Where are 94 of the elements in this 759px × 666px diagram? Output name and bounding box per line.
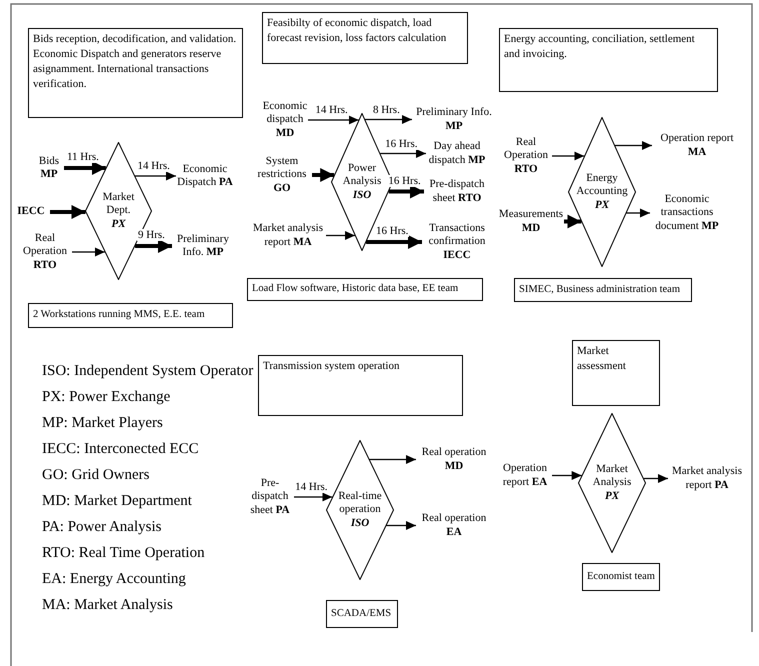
flow-label: IECC xyxy=(12,204,50,220)
description-box xyxy=(572,340,660,406)
flow-label: Preliminary Info. MP xyxy=(412,106,496,133)
arrow xyxy=(312,168,334,182)
abbreviation-text: ISO: Independent System Operator xyxy=(42,362,254,380)
resource-box xyxy=(582,563,660,591)
arrow xyxy=(64,161,106,175)
process-owner: PX xyxy=(111,218,126,231)
process-diamond xyxy=(578,413,646,553)
edge-label: 14 Hrs. xyxy=(294,481,329,494)
arrow xyxy=(364,115,412,124)
description-text: Feasibilty of economic dispatch, load forecast revision, loss factors calculation xyxy=(267,17,446,44)
arrow xyxy=(326,231,356,240)
flow-label: Operation report EA xyxy=(498,462,552,489)
description-box xyxy=(499,28,718,92)
resource-text: Load Flow software, Historic data base, EE team xyxy=(252,282,458,296)
abbreviation-text: MP: Market Players xyxy=(42,414,163,432)
flow-label: Real Operation RTO xyxy=(500,136,552,176)
edge-label: 11 Hrs. xyxy=(66,151,100,164)
resource-text: 2 Workstations running MMS, E.E. team xyxy=(33,308,205,322)
process-name: Market Dept. xyxy=(102,191,136,218)
flow-label: Economic Dispatch PA xyxy=(176,156,234,196)
resource-box xyxy=(326,600,398,628)
flow-label: Economic dispatch MD xyxy=(262,100,308,140)
arrow xyxy=(564,214,582,228)
abbreviation-text: MD: Market Department xyxy=(42,492,192,510)
resource-box xyxy=(28,303,233,328)
arrow xyxy=(308,116,359,124)
abbreviation-text: PA: Power Analysis xyxy=(42,518,162,536)
process-name: Energy Accounting xyxy=(575,172,629,199)
flow-label: Market analysis report MA xyxy=(250,222,326,249)
edge-label: 9 Hrs. xyxy=(137,229,166,242)
edge-label: 16 Hrs. xyxy=(384,138,418,150)
flow-label: Pre-dispatch sheet RTO xyxy=(424,178,490,205)
arrow xyxy=(294,492,332,502)
resource-text: SIMEC, Business administration team xyxy=(519,282,680,297)
edge-label: 14 Hrs. xyxy=(136,160,171,172)
process-owner: PX xyxy=(604,490,620,503)
abbreviation-text: PX: Power Exchange xyxy=(42,388,170,406)
flow-label: Transactions confirmation IECC xyxy=(422,222,492,262)
flow-label: Measurements MD xyxy=(498,208,564,235)
description-text: Market assessment xyxy=(577,345,626,372)
description-text: Bids reception, decodification, and validation. Economic Dispatch and generators reserve asignamment. International transactions verification. xyxy=(33,33,236,90)
process-name: Real-time operation xyxy=(337,490,383,517)
flow-label: Day ahead dispatch MP xyxy=(426,140,488,167)
arrow xyxy=(72,248,105,256)
abbreviation-text: IECC: Interconected ECC xyxy=(42,440,199,458)
arrow xyxy=(135,239,172,253)
flow-label: Real Operation RTO xyxy=(18,232,72,272)
process-name: Market Analysis xyxy=(592,463,632,490)
flow-label: Operation report MA xyxy=(652,132,742,159)
arrow xyxy=(135,172,176,180)
flow-label: Bids MP xyxy=(34,154,64,182)
edge-label: 14 Hrs. xyxy=(314,104,349,116)
arrow xyxy=(369,455,416,464)
process-owner: ISO xyxy=(350,516,370,530)
edge-label: 8 Hrs. xyxy=(372,104,401,116)
description-text: Energy accounting, conciliation, settlement and invoicing. xyxy=(504,33,695,60)
arrow xyxy=(644,474,668,483)
flow-label: Market analysis report PA xyxy=(668,465,746,492)
resource-box xyxy=(247,278,483,301)
description-text: Transmission system operation xyxy=(263,360,400,372)
abbreviation-text: RTO: Real Time Operation xyxy=(42,544,205,562)
edge-label: 16 Hrs. xyxy=(387,174,422,187)
abbreviation-text: GO: Grid Owners xyxy=(42,466,150,484)
flow-label: Pre-dispatch sheet PA xyxy=(246,470,294,524)
arrow xyxy=(386,521,416,530)
description-box xyxy=(262,12,468,64)
arrow xyxy=(552,471,582,480)
process-owner: PX xyxy=(594,198,610,212)
arrow xyxy=(552,152,584,160)
resource-text: Economist team xyxy=(587,570,655,584)
resource-text: SCADA/EMS xyxy=(331,606,392,621)
abbreviation-text: MA: Market Analysis xyxy=(42,596,173,614)
arrow xyxy=(50,205,86,219)
arrow xyxy=(388,184,424,198)
flow-label: Real operation EA xyxy=(416,512,492,539)
description-box xyxy=(258,355,463,416)
edge-label: 16 Hrs. xyxy=(375,225,410,238)
abbreviation-text: EA: Energy Accounting xyxy=(42,570,186,588)
flow-label: Economic transactions document MP xyxy=(650,186,724,240)
arrow xyxy=(366,235,422,249)
arrow xyxy=(626,208,650,218)
process-diamond xyxy=(326,440,394,580)
process-diamond xyxy=(568,117,636,267)
flow-label: Real operation MD xyxy=(416,446,492,473)
resource-box xyxy=(514,278,692,302)
process-name: Power Analysis xyxy=(342,162,382,189)
arrow xyxy=(380,149,426,158)
process-owner: ISO xyxy=(352,188,372,202)
description-box xyxy=(28,28,243,118)
flow-label: System restrictions GO xyxy=(252,155,312,195)
arrow xyxy=(614,141,652,150)
flow-label: Preliminary Info. MP xyxy=(172,226,234,266)
